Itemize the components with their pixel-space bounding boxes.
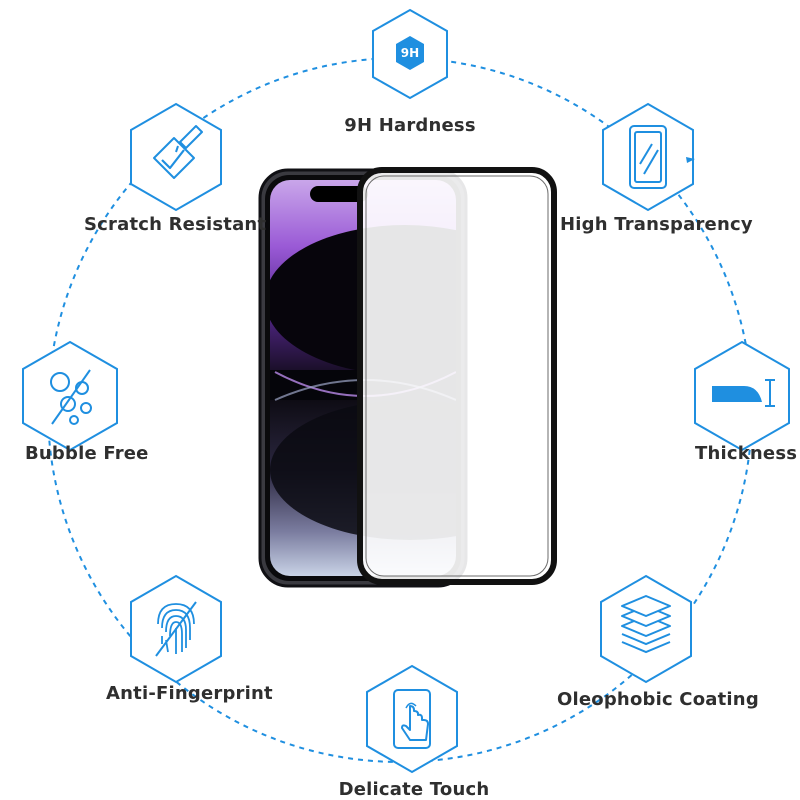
phone-glass-icon [629,125,667,189]
transparency-hex [602,102,695,212]
9h-badge-icon: 9H [396,36,424,70]
scratch-label: Scratch Resistant [84,214,267,235]
oleophobic-label: Oleophobic Coating [557,689,759,710]
thickness-hex [694,340,790,452]
scratch-pen-icon [153,125,203,179]
bubbles-icon [50,369,92,425]
hardness-hex: 9H [372,8,448,100]
oleophobic-hex [600,574,692,684]
thickness-label: Thickness [695,443,798,464]
fingerprint-icon [155,601,197,657]
hardness-label: 9H Hardness [344,115,476,136]
touch-label: Delicate Touch [338,779,490,800]
layers-icon [621,595,671,637]
screen-protector [357,167,557,585]
bubble-hex [22,340,118,452]
scratch-hex [130,102,222,212]
fingerprint-label: Anti-Fingerprint [106,683,273,704]
touch-hand-icon [393,689,431,749]
bubble-label: Bubble Free [25,443,149,464]
touch-hex [366,664,458,774]
fingerprint-hex [130,574,222,684]
svg-text:9H: 9H [401,46,419,60]
transparency-label: High Transparency [560,214,753,235]
dynamic-island [310,186,368,202]
thickness-profile-icon [712,379,775,407]
